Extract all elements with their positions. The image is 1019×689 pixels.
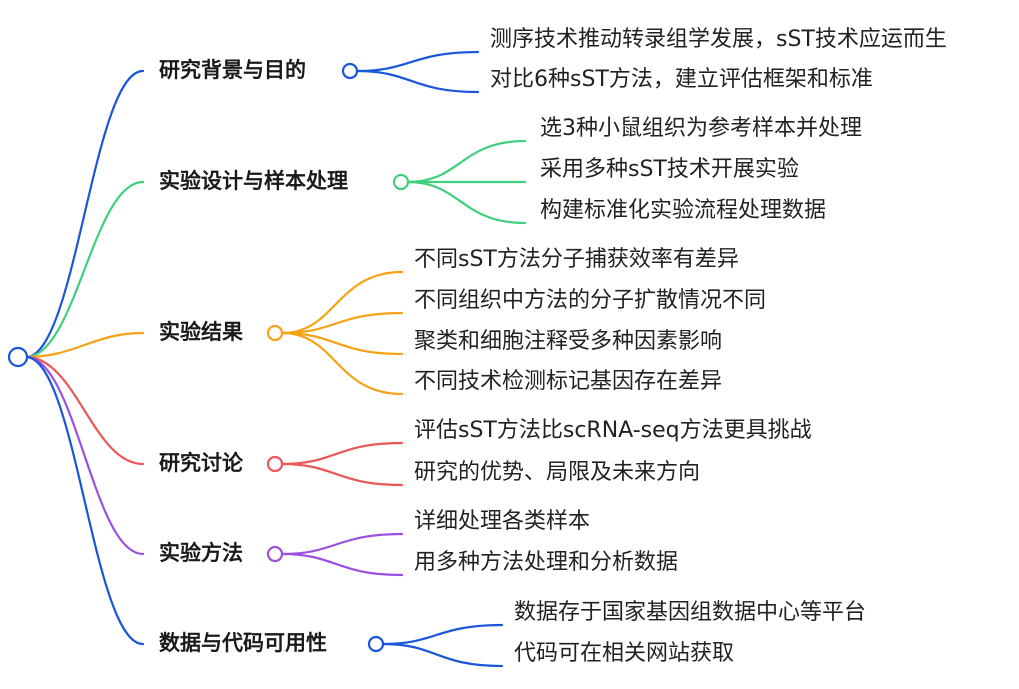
branch-to-leaf-edge [406,180,527,225]
branch-to-leaf-edge [280,311,404,335]
branch-to-leaf-edge [355,50,480,73]
branch-label: 数据与代码可用性 [159,630,327,655]
branch-node[interactable] [367,635,385,653]
branch-node[interactable] [266,324,284,342]
leaf-label: 评估sST方法比scRNA-seq方法更具挑战 [414,418,812,443]
branch-to-leaf-edge [280,331,404,356]
leaf-label: 不同sST方法分子捕获效率有差异 [414,247,739,272]
branch-label: 研究背景与目的 [159,57,306,82]
branch-node[interactable] [392,173,410,191]
leaf-label: 对比6种sST方法，建立评估框架和标准 [490,67,873,92]
leaf-label: 测序技术推动转录组学发展，sST技术应运而生 [490,27,947,52]
branch-to-leaf-edge [280,270,404,335]
branch-to-leaf-edge [280,462,404,487]
branch-label: 实验结果 [159,319,243,344]
root-to-branch-edge [24,355,145,466]
branch-to-leaf-edge [280,441,404,466]
leaf-label: 选3种小鼠组织为参考样本并处理 [540,116,862,141]
root-to-branch-edge [24,180,145,359]
branch-node[interactable] [266,455,284,473]
branch-to-leaf-edge [355,69,480,94]
leaf-label: 研究的优势、局限及未来方向 [414,460,701,485]
branch-label: 研究讨论 [159,450,243,475]
leaf-label: 不同技术检测标记基因存在差异 [414,369,723,394]
root-to-branch-edge [24,355,145,646]
root-to-branch-edge [24,355,145,556]
branch-to-leaf-edge [381,642,504,668]
root-to-branch-edge [24,331,145,359]
root-node[interactable] [7,346,29,368]
branch-to-leaf-edge [406,139,527,184]
leaf-label: 数据存于国家基因组数据中心等平台 [514,600,867,625]
leaf-label: 用多种方法处理和分析数据 [414,550,679,575]
branch-label: 实验方法 [159,540,243,565]
leaf-label: 聚类和细胞注释受多种因素影响 [414,329,723,354]
leaf-label: 构建标准化实验流程处理数据 [540,198,827,223]
leaf-label: 不同组织中方法的分子扩散情况不同 [414,288,767,313]
branch-node[interactable] [266,545,284,563]
branch-to-leaf-edge [280,532,404,556]
leaf-label: 采用多种sST技术开展实验 [540,157,799,182]
branch-to-leaf-edge [381,623,504,646]
branch-to-leaf-edge [280,552,404,577]
root-to-branch-edge [24,69,145,359]
branch-to-leaf-edge [280,331,404,396]
branch-node[interactable] [341,62,359,80]
leaf-label: 详细处理各类样本 [414,509,591,534]
branch-label: 实验设计与样本处理 [159,168,348,193]
leaf-label: 代码可在相关网站获取 [514,641,735,666]
